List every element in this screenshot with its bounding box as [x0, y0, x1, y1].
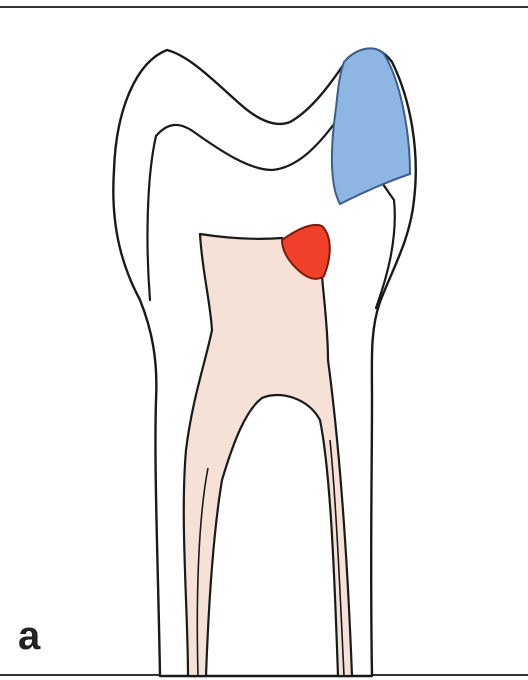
- panel-label: a: [18, 616, 40, 656]
